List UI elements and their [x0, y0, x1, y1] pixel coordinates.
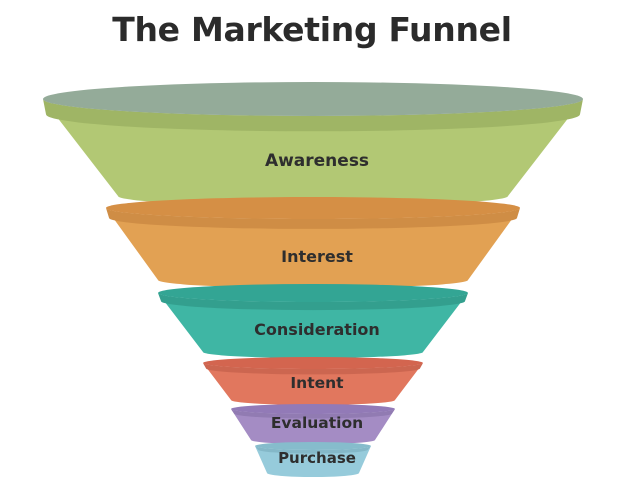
funnel-stage-evaluation: Evaluation — [231, 404, 395, 444]
funnel-stage-consideration: Consideration — [158, 284, 468, 358]
funnel-stage-interest: Interest — [106, 197, 520, 288]
page-title: The Marketing Funnel — [112, 10, 512, 49]
funnel-stage-top — [255, 442, 371, 450]
funnel-stage-top — [106, 197, 520, 219]
funnel-stage-awareness: Awareness — [43, 82, 583, 206]
funnel-stage-top — [158, 284, 468, 302]
funnel-stage-rim — [43, 99, 583, 132]
funnel-stage-body — [106, 208, 520, 288]
funnel-stage-label: Evaluation — [271, 414, 363, 432]
funnel-stage-rim — [158, 293, 468, 311]
funnel-stage-top — [231, 404, 395, 414]
funnel-stage-label: Consideration — [254, 320, 380, 339]
funnel-stage-purchase: Purchase — [255, 442, 371, 477]
funnel-stage-top — [203, 357, 423, 369]
funnel-stage-body — [158, 293, 468, 358]
funnel-stage-top — [43, 82, 583, 116]
funnel-stage-rim — [106, 208, 520, 229]
funnel-stage-label: Awareness — [265, 151, 369, 171]
funnel-stage-body — [255, 446, 371, 477]
funnel-stage-label: Purchase — [278, 449, 356, 467]
funnel-stage-rim — [231, 409, 395, 419]
funnel-stage-rim — [203, 363, 423, 375]
funnel-stage-label: Interest — [281, 247, 353, 266]
funnel-stage-intent: Intent — [203, 357, 423, 405]
funnel-stage-rim — [255, 446, 371, 454]
funnel-stage-label: Intent — [290, 374, 344, 392]
